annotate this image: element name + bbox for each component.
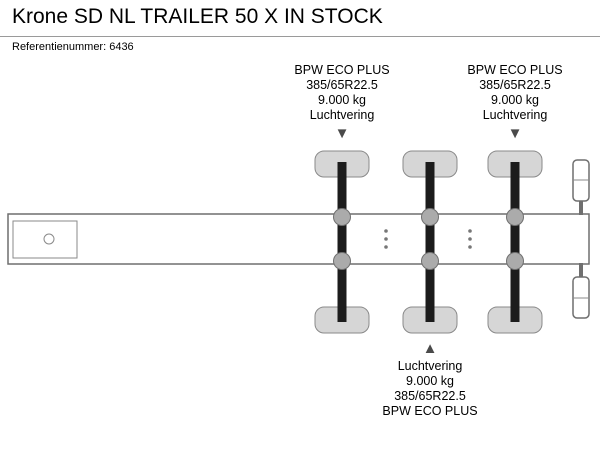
annotation-line: Luchtvering [309, 108, 375, 122]
title-separator [0, 36, 600, 37]
rear-bracket-stem-top [579, 198, 583, 215]
annotation-line: 9.000 kg [318, 93, 366, 107]
annotation-line: 385/65R22.5 [394, 389, 466, 403]
annotation-line: 9.000 kg [491, 93, 539, 107]
rear-bracket-stem-bottom [579, 263, 583, 280]
annotation-line: Luchtvering [397, 359, 463, 373]
annotation-line: BPW ECO PLUS [382, 404, 478, 418]
air-spring-axle2-left [421, 208, 439, 226]
air-spring-axle1-right [333, 252, 351, 270]
air-spring-axle3-right [506, 252, 524, 270]
down-arrow-icon: ▼ [334, 125, 350, 142]
rear-axle-annotation: BPW ECO PLUS 385/65R22.5 9.000 kg Luchtv… [435, 63, 595, 141]
frame-holes [384, 229, 472, 249]
axle1-beam [337, 162, 347, 322]
annotation-line: 385/65R22.5 [306, 78, 378, 92]
rear-brackets [572, 159, 590, 319]
annotation-line: 9.000 kg [406, 374, 454, 388]
axle-beams [337, 162, 520, 322]
front-axle-annotation: BPW ECO PLUS 385/65R22.5 9.000 kg Luchtv… [262, 63, 422, 141]
page-title: Krone SD NL TRAILER 50 X IN STOCK [12, 5, 383, 28]
frame-rail [7, 213, 590, 265]
chassis-frame [7, 213, 590, 265]
annotation-line: BPW ECO PLUS [294, 63, 390, 77]
air-spring-axle3-left [506, 208, 524, 226]
down-arrow-icon: ▼ [507, 125, 523, 142]
air-springs [333, 208, 524, 270]
up-arrow-icon: ▲ [422, 340, 438, 357]
axle3-beam [510, 162, 520, 322]
annotation-line: Luchtvering [482, 108, 548, 122]
middle-axle-annotation: ▲ Luchtvering 9.000 kg 385/65R22.5 BPW E… [350, 341, 510, 419]
kingpin [43, 233, 55, 245]
air-spring-axle2-right [421, 252, 439, 270]
annotation-line: 385/65R22.5 [479, 78, 551, 92]
axle2-beam [425, 162, 435, 322]
annotation-line: BPW ECO PLUS [467, 63, 563, 77]
kingpin-plate [12, 220, 78, 259]
reference-number: Referentienummer: 6436 [12, 41, 134, 53]
air-spring-axle1-left [333, 208, 351, 226]
